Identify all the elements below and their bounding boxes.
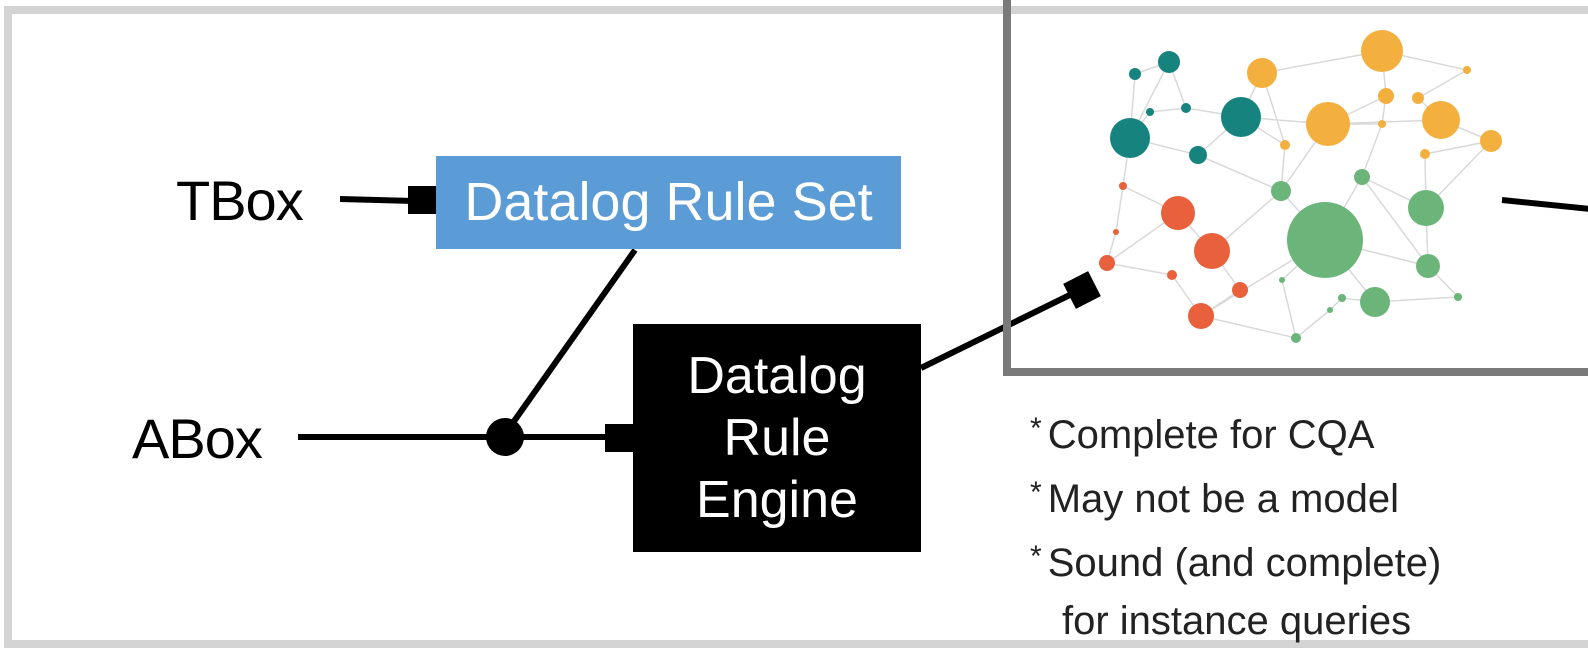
graph-node [1113, 229, 1119, 235]
graph-node [1181, 103, 1191, 113]
graph-node [1463, 66, 1471, 74]
graph-node [1408, 190, 1444, 226]
graph-edge [1149, 107, 1187, 113]
graph-node [1306, 102, 1350, 146]
graph-node [1271, 181, 1291, 201]
graph-node [1194, 233, 1230, 269]
note-item: for instance queries [1030, 592, 1441, 650]
graph-node [1416, 254, 1440, 278]
note-item: *Complete for CQA [1030, 400, 1441, 464]
note-bullet: * [1030, 540, 1042, 573]
model-frame [1003, 0, 1588, 376]
note-text: for instance queries [1062, 599, 1412, 643]
graph-node [1378, 88, 1394, 104]
datalog-rule-engine-box: Datalog Rule Engine [633, 324, 921, 552]
tbox-connector [339, 196, 415, 204]
engine-connector-end [605, 424, 633, 452]
note-text: Sound (and complete) [1047, 541, 1442, 585]
graph-node [1420, 149, 1430, 159]
graph-edge [1106, 262, 1173, 276]
graph-edge [1295, 309, 1331, 339]
note-item: *May not be a model [1030, 464, 1441, 528]
graph-node [1291, 333, 1301, 343]
graph-edge [1417, 69, 1468, 99]
datalog-rule-set-box: Datalog Rule Set [436, 156, 901, 249]
graph-node [1158, 51, 1180, 73]
notes-list: *Complete for CQA *May not be a model *S… [1030, 400, 1441, 650]
graph-edge [1115, 185, 1124, 233]
graph-node [1221, 97, 1261, 137]
graph-node [1146, 108, 1154, 116]
graph-node [1129, 68, 1141, 80]
graph-node [1360, 287, 1390, 317]
graph-node [1247, 58, 1277, 88]
engine-line: Datalog [687, 347, 867, 405]
tbox-label: TBox [176, 169, 304, 232]
graph-node [1412, 92, 1424, 104]
model-connector-end [1063, 271, 1101, 309]
graph-node [1161, 196, 1195, 230]
junction-dot [486, 418, 524, 456]
graph-node [1110, 118, 1150, 158]
graph-node [1189, 146, 1207, 164]
graph-edge [1424, 140, 1492, 155]
graph-node [1422, 101, 1460, 139]
graph-node [1280, 140, 1290, 150]
graph-node [1188, 303, 1214, 329]
engine-line: Engine [696, 471, 858, 529]
note-item: *Sound (and complete) [1030, 528, 1441, 592]
graph-edge [1281, 279, 1297, 339]
graph-node [1327, 307, 1333, 313]
model-output-line [1501, 197, 1588, 212]
outer-frame [4, 6, 1588, 648]
graph-node [1119, 182, 1127, 190]
graph-node [1354, 169, 1370, 185]
note-bullet: * [1030, 412, 1042, 445]
graph-edge [1361, 123, 1383, 178]
tbox-connector-end [408, 186, 436, 214]
graph-node [1099, 255, 1115, 271]
graph-edge [1361, 176, 1429, 267]
graph-node [1361, 30, 1403, 72]
graph-node [1287, 202, 1363, 278]
graph-node [1338, 294, 1346, 302]
graph-node [1454, 293, 1462, 301]
graph-node [1378, 120, 1386, 128]
graph-edge [1197, 154, 1282, 192]
abox-label: ABox [132, 407, 263, 470]
graph-edge [1200, 315, 1297, 339]
engine-to-model-line [919, 287, 1082, 371]
graph-node [1232, 282, 1248, 298]
note-bullet: * [1030, 476, 1042, 509]
graph-node [1167, 270, 1177, 280]
graph-node [1480, 130, 1502, 152]
engine-line: Rule [723, 409, 831, 467]
note-text: Complete for CQA [1047, 413, 1375, 457]
note-text: May not be a model [1047, 477, 1399, 521]
graph-node [1279, 277, 1285, 283]
graph-nodes [1099, 30, 1502, 343]
ruleset-to-junction-line [502, 248, 638, 436]
